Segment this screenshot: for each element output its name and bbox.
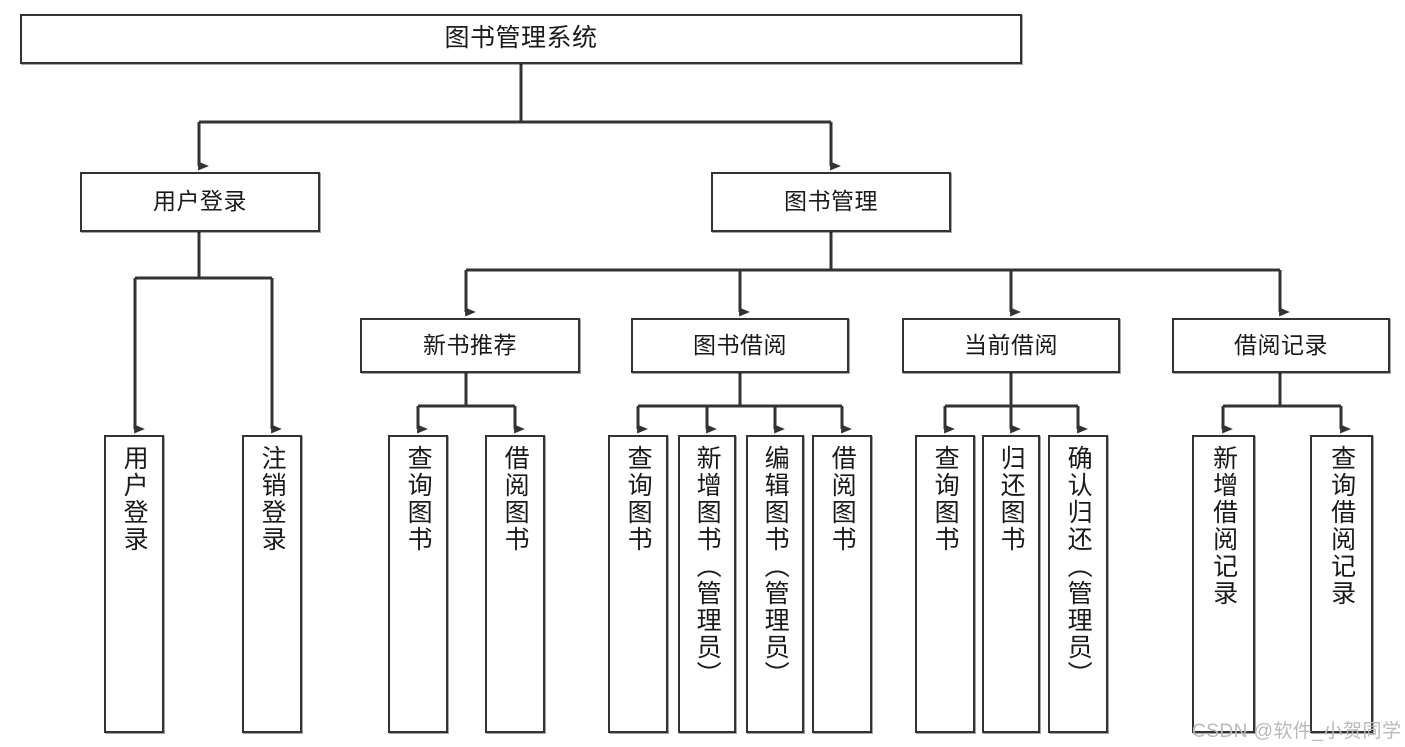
node-label: 新增借阅记录 — [1209, 445, 1238, 607]
node-label: 编辑图书（管理员） — [761, 445, 790, 688]
node-label: 用户登录 — [120, 445, 149, 553]
csdn-watermark: CSDN @软件_小贺同学 — [1192, 721, 1402, 742]
node-current-borrow[interactable]: 当前借阅 — [902, 318, 1120, 373]
node-label: 借阅图书 — [501, 445, 530, 553]
node-label: 用户登录 — [153, 188, 247, 215]
node-label: 查询图书 — [404, 445, 433, 553]
node-leaf-borrow-book-2[interactable]: 借阅图书 — [812, 435, 872, 733]
node-new-book-recommend[interactable]: 新书推荐 — [360, 318, 580, 373]
node-book-management[interactable]: 图书管理 — [711, 172, 951, 232]
node-leaf-query-borrow-record[interactable]: 查询借阅记录 — [1310, 435, 1373, 733]
node-borrow-record[interactable]: 借阅记录 — [1172, 318, 1390, 373]
node-label: 查询图书 — [931, 445, 960, 553]
node-label: 图书借阅 — [693, 331, 787, 358]
node-book-borrow[interactable]: 图书借阅 — [631, 318, 849, 373]
node-leaf-borrow-book-1[interactable]: 借阅图书 — [485, 435, 545, 733]
node-leaf-edit-book[interactable]: 编辑图书（管理员） — [746, 435, 804, 733]
node-root-system[interactable]: 图书管理系统 — [20, 14, 1022, 64]
node-label: 新增图书（管理员） — [693, 445, 722, 688]
node-label: 图书管理系统 — [444, 24, 598, 53]
node-leaf-logout[interactable]: 注销登录 — [242, 435, 302, 733]
node-label: 新书推荐 — [423, 331, 517, 358]
node-label: 查询借阅记录 — [1327, 445, 1356, 607]
node-leaf-query-book-2[interactable]: 查询图书 — [608, 435, 668, 733]
node-leaf-confirm-return[interactable]: 确认归还（管理员） — [1048, 435, 1108, 733]
node-leaf-query-book-1[interactable]: 查询图书 — [388, 435, 448, 733]
node-label: 归还图书 — [997, 445, 1026, 553]
node-user-login[interactable]: 用户登录 — [80, 172, 320, 232]
node-label: 图书管理 — [784, 188, 878, 215]
node-leaf-return-book[interactable]: 归还图书 — [982, 435, 1040, 733]
node-leaf-query-book-3[interactable]: 查询图书 — [915, 435, 975, 733]
node-label: 查询图书 — [624, 445, 653, 553]
node-leaf-user-login[interactable]: 用户登录 — [104, 435, 164, 733]
node-label: 确认归还（管理员） — [1064, 445, 1093, 688]
node-leaf-add-borrow-record[interactable]: 新增借阅记录 — [1192, 435, 1255, 733]
node-label: 注销登录 — [258, 445, 287, 553]
node-label: 借阅记录 — [1234, 331, 1328, 358]
node-label: 当前借阅 — [964, 331, 1058, 358]
node-label: 借阅图书 — [828, 445, 857, 553]
node-leaf-add-book[interactable]: 新增图书（管理员） — [678, 435, 736, 733]
